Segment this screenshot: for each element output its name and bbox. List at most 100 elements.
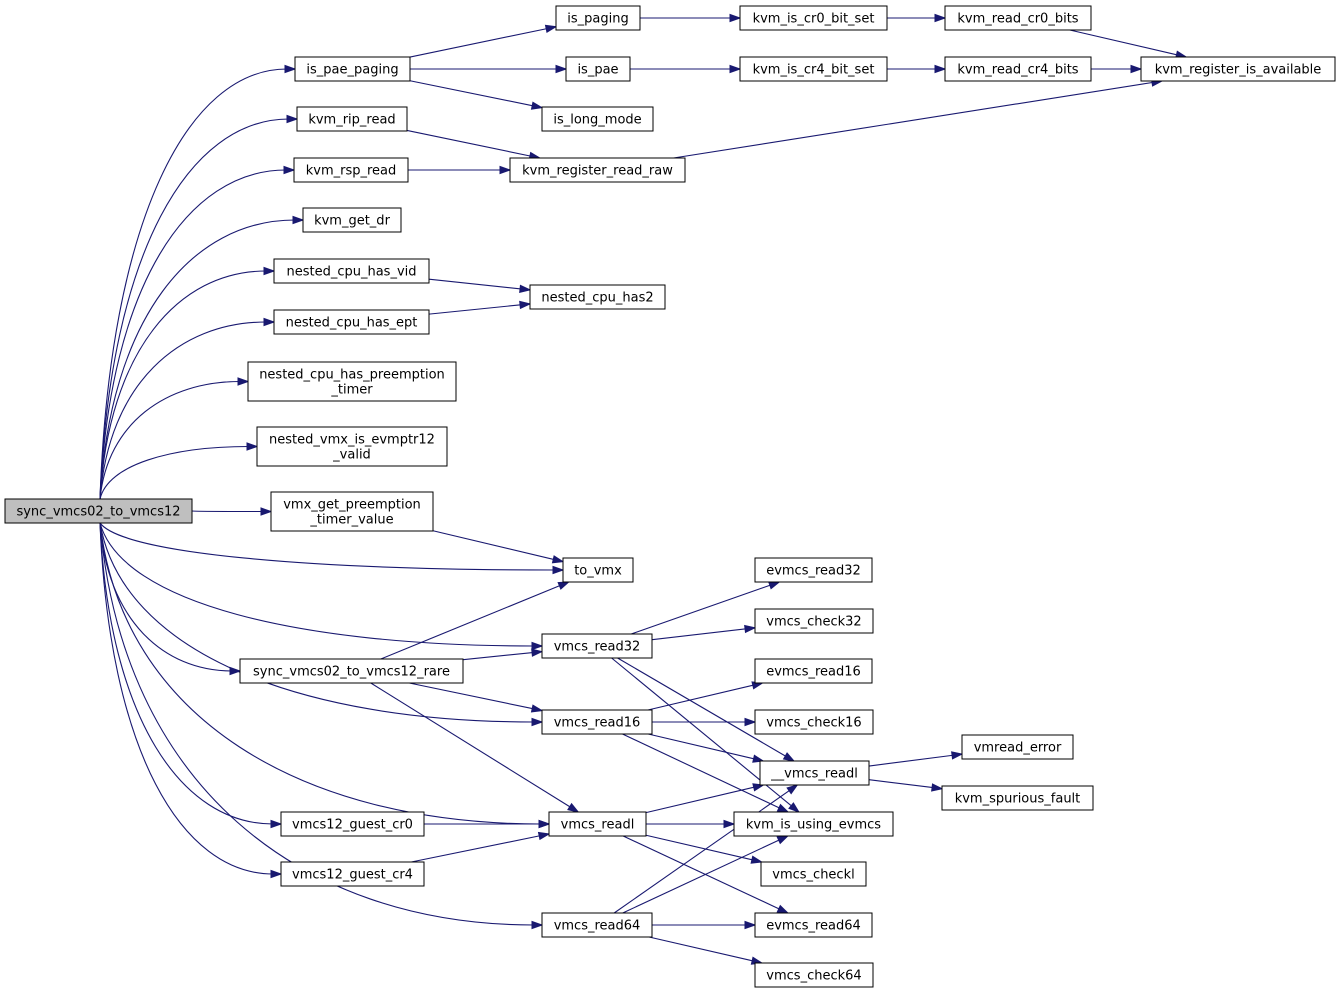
node-to-vmx[interactable]: to_vmx [562, 557, 634, 583]
node-kvm-read-cr4-bits[interactable]: kvm_read_cr4_bits [944, 56, 1092, 82]
edge-line [647, 684, 755, 711]
node-is-long-mode[interactable]: is_long_mode [541, 106, 654, 132]
node-vmcs-readl[interactable]: __vmcs_readl [759, 760, 870, 786]
edge-vmcs-read16-to-kvm-is-using-evmcs [622, 733, 790, 813]
node-kvm-register-is-available[interactable]: kvm_register_is_available [1140, 56, 1336, 82]
edge-is-pae-paging-to-is-pae [410, 64, 568, 74]
node-vmcs-read32[interactable]: vmcs_read32 [541, 633, 653, 659]
edge-sync-vmcs02-to-vmcs12-to-sync-vmcs02-to-vmcs12-rare [99, 522, 242, 676]
node-box [754, 557, 873, 583]
node-vmcs-readl[interactable]: vmcs_readl [548, 811, 647, 837]
edge-arrowhead [729, 13, 742, 23]
edge-line [648, 936, 755, 962]
edge-line [99, 522, 535, 647]
edge-line [99, 522, 542, 825]
node-kvm-rip-read[interactable]: kvm_rip_read [296, 106, 408, 132]
node-vmx-get-preemption-timer-value[interactable]: vmx_get_preemption_timer_value [270, 491, 434, 532]
node-box [565, 56, 631, 82]
edge-arrowhead [260, 507, 273, 516]
node-nested-cpu-has-ept[interactable]: nested_cpu_has_ept [273, 309, 430, 335]
node-vmcs-check32[interactable]: vmcs_check32 [754, 608, 874, 634]
node-kvm-is-using-evmcs[interactable]: kvm_is_using_evmcs [733, 811, 894, 837]
edge-kvm-is-cr0-bit-set-to-kvm-read-cr0-bits [887, 13, 947, 23]
node-box [944, 56, 1092, 82]
edge-sync-vmcs02-to-vmcs12-to-nested-cpu-has-vid [99, 266, 276, 500]
edge-arrowhead [531, 717, 544, 727]
edge-line [462, 651, 535, 661]
node-is-paging[interactable]: is_paging [555, 5, 641, 31]
node-label: vmcs12_guest_cr4 [292, 868, 413, 883]
node-vmread-error[interactable]: vmread_error [961, 734, 1074, 760]
node-nested-cpu-has-vid[interactable]: nested_cpu_has_vid [273, 258, 430, 284]
node-kvm-spurious-fault[interactable]: kvm_spurious_fault [941, 785, 1094, 811]
node-kvm-is-cr0-bit-set[interactable]: kvm_is_cr0_bit_set [739, 5, 888, 31]
edge-arrowhead [744, 717, 757, 727]
edge-arrowhead [551, 555, 565, 564]
edge-arrowhead [931, 783, 944, 792]
edge-arrowhead [934, 64, 947, 74]
node-evmcs-read16[interactable]: evmcs_read16 [754, 658, 873, 684]
edge-vmcs12-guest-cr4-to-vmcs-readl [411, 831, 551, 863]
node-evmcs-read32[interactable]: evmcs_read32 [754, 557, 873, 583]
node-label: evmcs_read32 [766, 564, 861, 579]
node-nested-cpu-has2[interactable]: nested_cpu_has2 [529, 284, 666, 310]
edge-line [99, 522, 535, 723]
node-vmcs-checkl[interactable]: vmcs_checkl [760, 861, 867, 887]
node-kvm-read-cr0-bits[interactable]: kvm_read_cr0_bits [944, 5, 1092, 31]
node-label: kvm_rip_read [308, 113, 395, 128]
edge-arrowhead [292, 215, 305, 225]
edge-nested-cpu-has-ept-to-nested-cpu-has2 [428, 300, 532, 315]
edge-line [99, 321, 267, 500]
edge-sync-vmcs02-to-vmcs12-to-to-vmx [99, 522, 565, 575]
node-label: sync_vmcs02_to_vmcs12_rare [253, 665, 450, 680]
node-label: vmcs12_guest_cr0 [292, 818, 413, 833]
node-vmcs-read16[interactable]: vmcs_read16 [541, 709, 653, 735]
node-vmcs12-guest-cr0[interactable]: vmcs12_guest_cr0 [280, 811, 425, 837]
node-label: _timer_value [309, 513, 393, 528]
edge-sync-vmcs02-to-vmcs12-to-nested-cpu-has-preemption-timer [99, 377, 250, 500]
node-label: vmcs_check64 [766, 969, 861, 984]
node-kvm-is-cr4-bit-set[interactable]: kvm_is_cr4_bit_set [739, 56, 888, 82]
node-vmcs-check64[interactable]: vmcs_check64 [754, 962, 874, 988]
node-box [302, 207, 402, 233]
edge-sync-vmcs02-to-vmcs12-to-vmcs12-guest-cr4 [99, 522, 283, 879]
edge-line [622, 838, 781, 914]
edge-arrowhead [744, 920, 757, 930]
edge-line [411, 834, 542, 863]
edge-line [673, 81, 1155, 159]
edges-layer [99, 13, 1188, 965]
node-sync-vmcs02-to-vmcs12[interactable]: sync_vmcs02_to_vmcs12 [4, 498, 193, 524]
edge-vmcs-read16-to-vmcs-check16 [652, 717, 757, 727]
node-evmcs-read64[interactable]: evmcs_read64 [754, 912, 873, 938]
edge-line [99, 522, 556, 571]
edge-line [370, 682, 572, 809]
node-box [739, 56, 888, 82]
node-vmcs-read64[interactable]: vmcs_read64 [541, 912, 653, 938]
edge-vmx-get-preemption-timer-value-to-to-vmx [432, 530, 565, 564]
node-kvm-rsp-read[interactable]: kvm_rsp_read [293, 157, 409, 183]
node-kvm-get-dr[interactable]: kvm_get_dr [302, 207, 402, 233]
node-nested-vmx-is-evmptr12-valid[interactable]: nested_vmx_is_evmptr12_valid [256, 426, 448, 467]
node-label: kvm_rsp_read [306, 164, 397, 179]
node-vmcs-check16[interactable]: vmcs_check16 [754, 709, 874, 735]
edge-arrowhead [567, 802, 580, 813]
node-label: kvm_read_cr0_bits [957, 12, 1078, 27]
node-box [733, 811, 894, 837]
node-label: kvm_get_dr [314, 214, 390, 229]
edge-arrowhead [246, 442, 259, 451]
node-box [296, 106, 408, 132]
node-sync-vmcs02-to-vmcs12-rare[interactable]: sync_vmcs02_to_vmcs12_rare [239, 658, 464, 684]
node-is-pae-paging[interactable]: is_pae_paging [294, 56, 411, 82]
edge-arrowhead [729, 64, 742, 74]
node-label: kvm_register_read_raw [522, 164, 673, 179]
node-kvm-register-read-raw[interactable]: kvm_register_read_raw [509, 157, 686, 183]
edge-arrowhead [723, 819, 736, 829]
node-label: nested_vmx_is_evmptr12 [269, 433, 435, 448]
node-is-pae[interactable]: is_pae [565, 56, 631, 82]
node-nested-cpu-has-preemption-timer[interactable]: nested_cpu_has_preemption_timer [247, 361, 457, 402]
node-vmcs12-guest-cr4[interactable]: vmcs12_guest_cr4 [280, 861, 425, 887]
node-box [280, 811, 425, 837]
edge-arrowhead [776, 904, 790, 914]
edge-vmcs-read32-to-vmcs-check32 [651, 624, 757, 641]
edge-line [645, 786, 756, 814]
